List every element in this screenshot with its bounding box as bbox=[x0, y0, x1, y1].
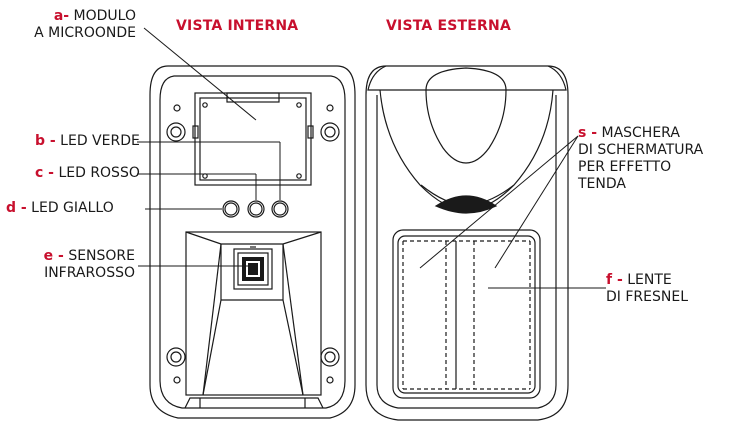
label-e-letter: e - bbox=[43, 248, 64, 264]
label-f-line2: DI FRESNEL bbox=[606, 289, 688, 305]
label-e-line2: INFRAROSSO bbox=[44, 265, 135, 281]
internal-housing-inner bbox=[159, 75, 346, 409]
internal-screw-holes bbox=[166, 104, 340, 384]
label-b-letter: b - bbox=[35, 133, 56, 149]
pir-sensor-frame bbox=[233, 248, 273, 290]
label-e-line1: SENSORE bbox=[68, 248, 135, 264]
label-c-letter: c - bbox=[35, 165, 54, 181]
label-s-line3: PER EFFETTO bbox=[578, 159, 672, 175]
led-yellow bbox=[222, 200, 240, 218]
label-c-text: LED ROSSO bbox=[58, 165, 140, 181]
label-f-letter: f - bbox=[606, 272, 623, 288]
label-s-letter: s - bbox=[578, 125, 598, 141]
external-housing-inner bbox=[376, 95, 557, 409]
label-a-line1: MODULO bbox=[73, 8, 136, 24]
label-yellow-led: d - LED GIALLO bbox=[6, 200, 114, 217]
label-red-led: c - LED ROSSO bbox=[35, 165, 140, 182]
led-green bbox=[271, 200, 289, 218]
label-a-letter: a- bbox=[53, 8, 70, 24]
external-shield bbox=[379, 89, 554, 211]
leader-a bbox=[143, 27, 257, 121]
internal-housing-outer bbox=[149, 65, 356, 419]
leds bbox=[222, 200, 289, 218]
leader-s1 bbox=[419, 135, 579, 269]
label-s-line4: TENDA bbox=[578, 176, 626, 192]
label-d-letter: d - bbox=[6, 200, 27, 216]
label-s-line1: MASCHERA bbox=[601, 125, 680, 141]
internal-housing-bottom bbox=[184, 397, 324, 409]
infrared-window bbox=[185, 231, 322, 396]
fresnel-lens bbox=[392, 229, 541, 399]
label-green-led: b - LED VERDE bbox=[35, 133, 140, 150]
led-red bbox=[247, 200, 265, 218]
label-s-line2: DI SCHERMATURA bbox=[578, 142, 704, 158]
external-view bbox=[365, 65, 569, 421]
heading-external-view: VISTA ESTERNA bbox=[386, 18, 511, 34]
label-f-line1: LENTE bbox=[627, 272, 672, 288]
label-b-text: LED VERDE bbox=[60, 133, 140, 149]
heading-internal-view: VISTA INTERNA bbox=[176, 18, 299, 34]
external-housing-outer bbox=[365, 65, 569, 421]
microwave-module bbox=[192, 92, 314, 186]
label-a-line2: A MICROONDE bbox=[34, 25, 136, 41]
label-infrared-sensor: e - SENSORE INFRAROSSO bbox=[44, 248, 135, 282]
external-dome bbox=[425, 67, 507, 164]
label-fresnel-lens: f - LENTE DI FRESNEL bbox=[606, 272, 688, 306]
label-curtain-mask: s - MASCHERA DI SCHERMATURA PER EFFETTO … bbox=[578, 125, 703, 193]
label-d-text: LED GIALLO bbox=[31, 200, 114, 216]
label-microwave-module: a- MODULO A MICROONDE bbox=[34, 8, 136, 42]
leader-s2 bbox=[494, 135, 579, 269]
internal-view bbox=[149, 65, 356, 419]
leader-lines bbox=[137, 27, 606, 289]
